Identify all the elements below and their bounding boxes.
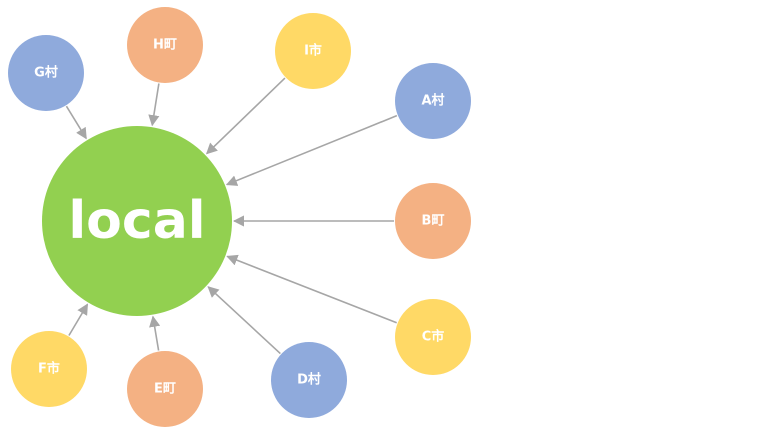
node-a-circle — [395, 63, 471, 139]
edges-layer — [65, 77, 398, 355]
arrow-h-to-hub — [148, 83, 160, 127]
node-f: F市 — [11, 331, 87, 407]
node-a: A村 — [395, 63, 471, 139]
nodes-layer: G村 H町 I市 A村 B町 C市 D村 E町 F市 — [8, 7, 471, 427]
node-i: I市 — [275, 13, 351, 89]
node-c-label: C市 — [422, 329, 445, 345]
node-a-label: A村 — [421, 93, 444, 109]
arrow-e-to-hub — [149, 315, 161, 351]
node-b: B町 — [395, 183, 471, 259]
node-e-circle — [127, 351, 203, 427]
hub-label: local — [68, 191, 205, 251]
node-g-label: G村 — [34, 65, 58, 81]
arrow-d-to-hub — [207, 286, 281, 355]
node-i-circle — [275, 13, 351, 89]
arrow-g-to-hub — [65, 105, 87, 140]
node-d-circle — [271, 342, 347, 418]
node-d-label: D村 — [297, 372, 321, 388]
node-g-circle — [8, 35, 84, 111]
node-d: D村 — [271, 342, 347, 418]
node-e: E町 — [127, 351, 203, 427]
node-b-circle — [395, 183, 471, 259]
node-c-circle — [395, 299, 471, 375]
node-c: C市 — [395, 299, 471, 375]
node-e-label: E町 — [154, 382, 176, 397]
node-f-circle — [11, 331, 87, 407]
node-h-label: H町 — [153, 38, 177, 53]
node-f-label: F市 — [38, 361, 60, 377]
arrow-a-to-hub — [225, 114, 398, 186]
node-b-label: B町 — [422, 214, 445, 229]
node-h: H町 — [127, 7, 203, 83]
hub-node: local — [42, 126, 232, 316]
arrow-c-to-hub — [226, 254, 397, 324]
hub-circle — [42, 126, 232, 316]
arrow-i-to-hub — [205, 77, 286, 155]
node-g: G村 — [8, 35, 84, 111]
node-h-circle — [127, 7, 203, 83]
arrow-f-to-hub — [68, 303, 89, 336]
node-i-label: I市 — [304, 43, 322, 59]
